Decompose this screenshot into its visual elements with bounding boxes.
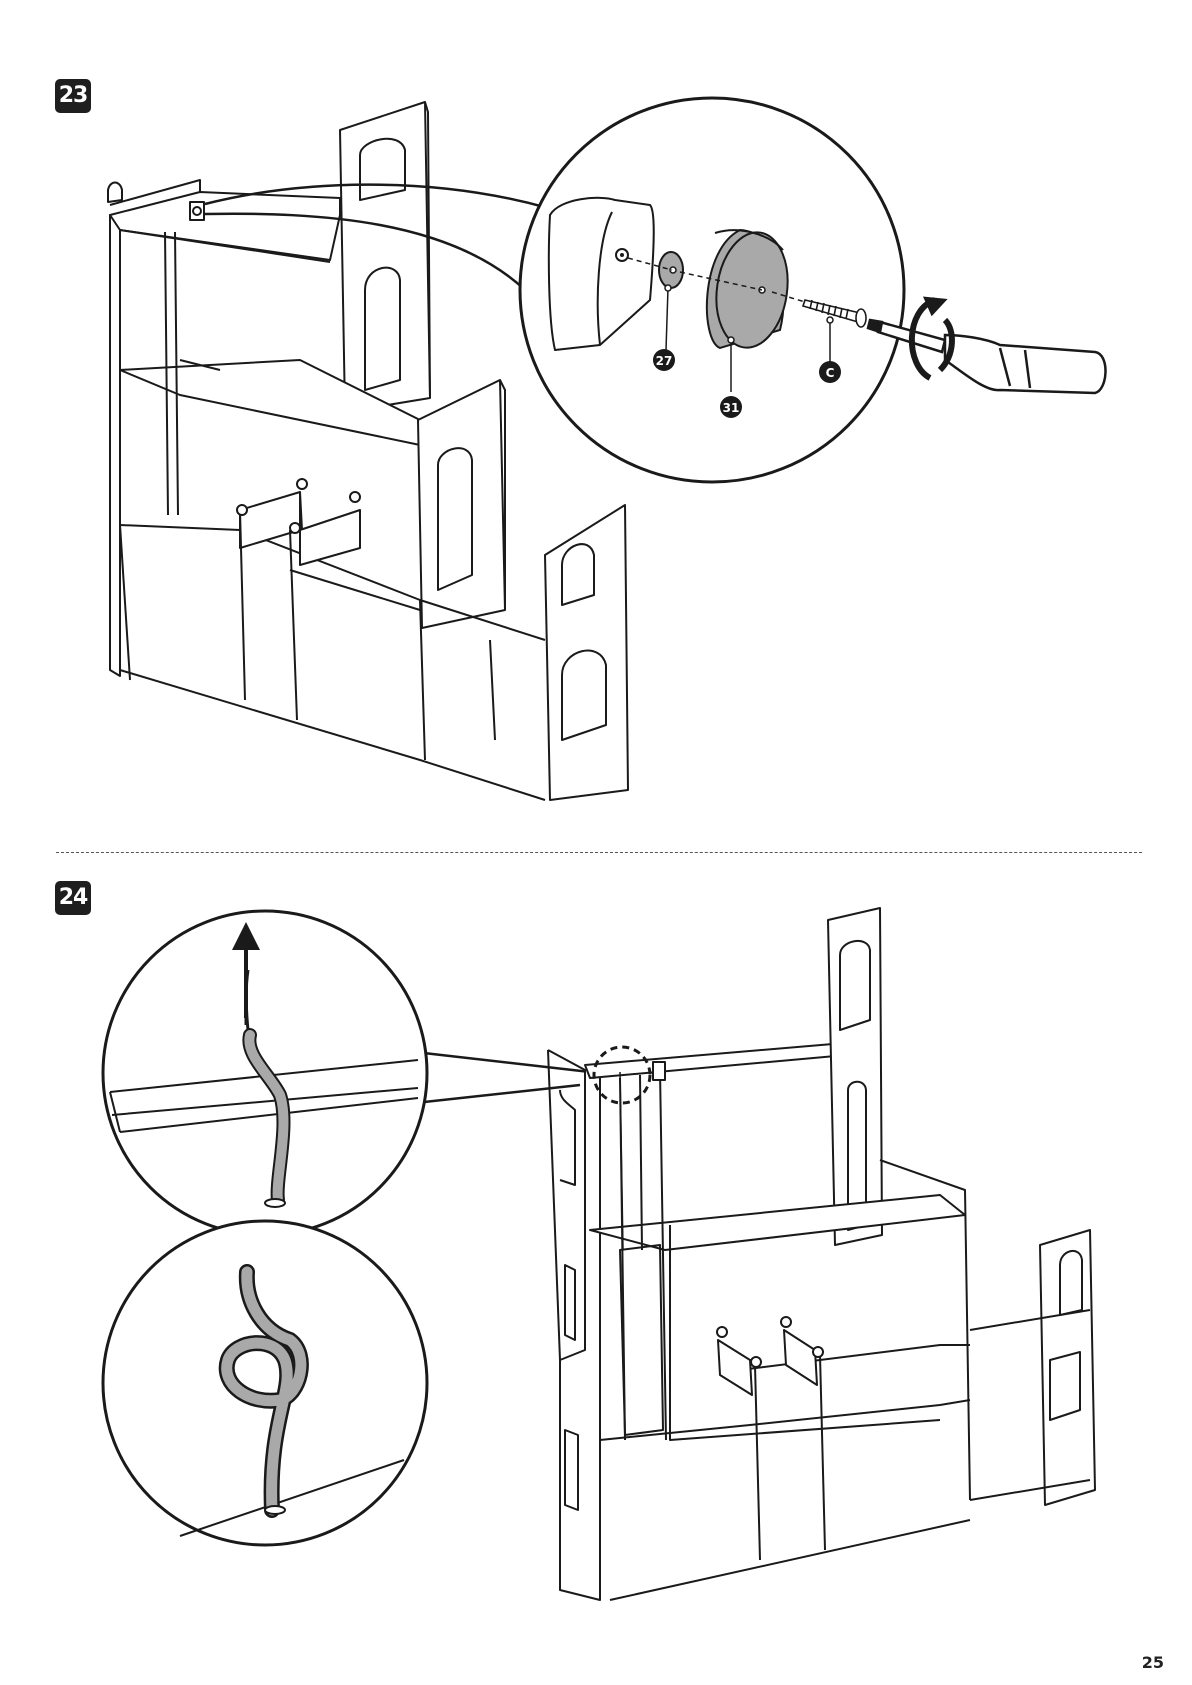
step-24-knot-detail-circle — [103, 1221, 427, 1545]
step-23-detail-circle: 27 31 C — [520, 98, 1106, 482]
part-label-wheel: 31 — [723, 401, 740, 415]
part-label-washer: 27 — [656, 354, 673, 368]
step-24-dollhouse-drawing — [548, 908, 1095, 1600]
page-number: 25 — [1142, 1653, 1164, 1672]
step-24-rope-detail-circle — [103, 911, 427, 1235]
part-label-screw: C — [826, 366, 835, 380]
